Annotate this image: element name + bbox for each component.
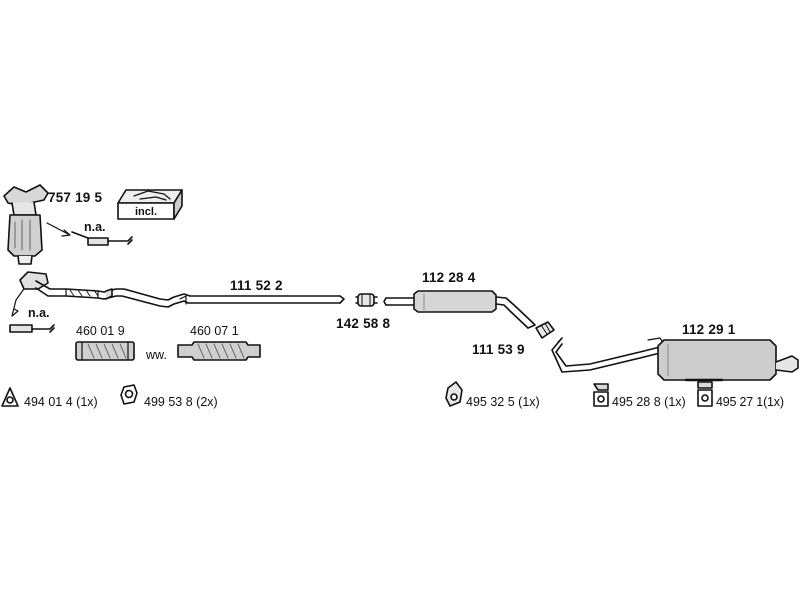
mount-qty: (2x) — [196, 395, 218, 409]
oxygen-sensor-lower-icon — [9, 324, 55, 333]
link-clamp-icon — [535, 321, 555, 339]
front-pipe-part-number: 111 52 2 — [230, 278, 283, 293]
mount-495288-label: 495 28 8 (1x) — [612, 395, 686, 409]
rear-silencer-icon — [551, 337, 799, 382]
mount-qty: (1x) — [664, 395, 686, 409]
mount-qty: (1x) — [76, 395, 98, 409]
catalyst-assembly-icon — [3, 184, 49, 265]
catalyst-included-label: incl. — [135, 206, 158, 218]
oxygen-sensor-upper-icon — [71, 231, 133, 246]
mount-499538-label: 499 53 8 (2x) — [144, 395, 218, 409]
not-available-upper-label: n.a. — [84, 220, 106, 234]
mount-code: 494 01 4 — [24, 395, 73, 409]
catalyst-part-number: 757 19 5 — [48, 190, 103, 205]
gasket-triangle-icon — [1, 387, 19, 407]
middle-silencer-part-number: 112 28 4 — [422, 270, 476, 285]
connector-part-number: 142 58 8 — [336, 316, 391, 331]
link-pipe-part-number: 111 53 9 — [472, 342, 525, 357]
mount-qty: (1x) — [763, 395, 784, 409]
mount-code: 495 28 8 — [612, 395, 661, 409]
rubber-mount-495271-icon — [697, 381, 713, 407]
mount-495325-label: 495 32 5 (1x) — [466, 395, 540, 409]
rear-silencer-part-number: 112 29 1 — [682, 322, 736, 337]
middle-silencer-icon — [383, 290, 536, 329]
front-pipe-icon — [19, 271, 345, 308]
pipe-connector-icon — [355, 293, 378, 307]
mount-495271-label: 495 27 1(1x) — [716, 395, 784, 409]
rubber-mount-495288-icon — [593, 383, 609, 407]
flex-pipe-a-icon — [75, 341, 135, 361]
mount-qty: (1x) — [518, 395, 540, 409]
mount-code: 495 32 5 — [466, 395, 515, 409]
mount-code: 495 27 1 — [716, 395, 764, 409]
flex-pipe-b-icon — [177, 341, 261, 361]
alternative-label: ww. — [146, 348, 167, 362]
mount-code: 499 53 8 — [144, 395, 193, 409]
not-available-lower-label: n.a. — [28, 306, 50, 320]
mount-494014-label: 494 01 4 (1x) — [24, 395, 98, 409]
included-parts-box-icon — [117, 189, 183, 220]
rubber-mount-499538-icon — [120, 384, 138, 405]
flex-pipe-b-part-number: 460 07 1 — [190, 324, 239, 338]
rubber-mount-495325-icon — [445, 381, 463, 407]
flex-pipe-a-part-number: 460 01 9 — [76, 324, 125, 338]
